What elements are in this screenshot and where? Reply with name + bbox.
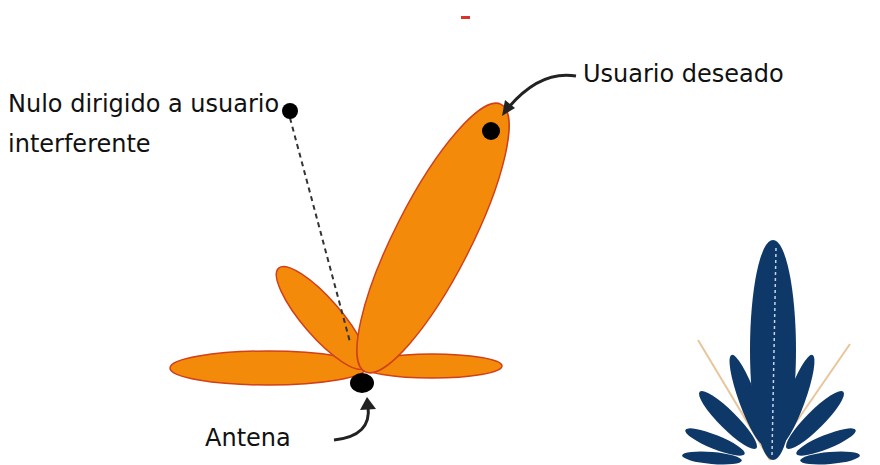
arrow-head <box>502 100 515 116</box>
label-text: Usuario deseado <box>583 54 873 94</box>
label-text: Antena <box>205 418 335 458</box>
side-lobe <box>800 449 861 465</box>
leader-line <box>334 406 368 440</box>
interferer-dot <box>282 103 298 119</box>
main-lobe <box>331 87 535 389</box>
axis-line <box>772 248 776 455</box>
blue-beam-pattern <box>682 240 861 465</box>
side-lobe <box>682 449 743 465</box>
label-text: Nulo dirigido a usuario interferente <box>8 84 308 164</box>
user-dot <box>482 122 500 140</box>
null-direction-line <box>290 118 350 342</box>
antenna-dot <box>350 373 374 393</box>
leader-line <box>508 75 576 108</box>
arrow-head <box>360 397 376 410</box>
red-mark <box>461 16 470 19</box>
orange-beam-pattern <box>170 87 535 389</box>
